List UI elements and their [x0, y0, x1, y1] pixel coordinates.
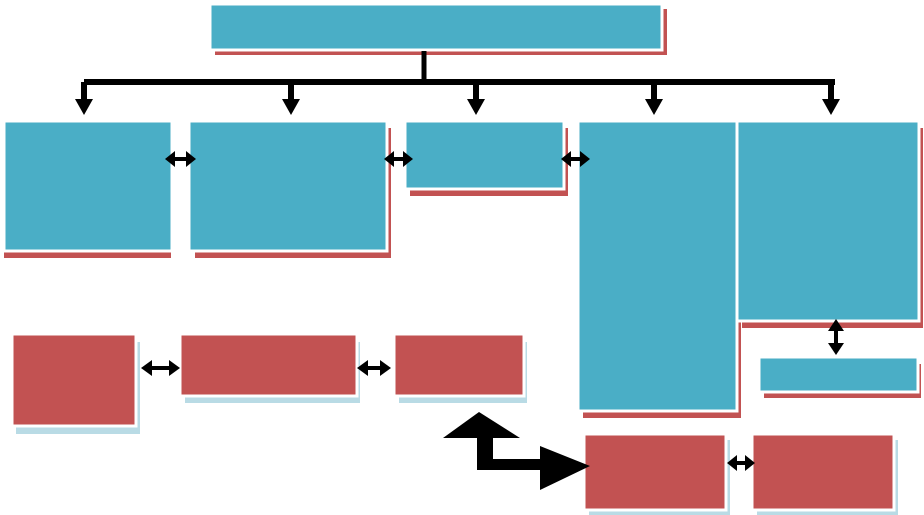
bent-arrow [443, 412, 590, 490]
blue-box-2 [187, 119, 391, 258]
double-arrow-2 [384, 151, 413, 167]
double-arrow-3 [561, 151, 590, 167]
double-arrow-red-1 [141, 360, 180, 376]
blue-box-1 [2, 119, 174, 258]
double-arrow-vertical [828, 319, 844, 355]
top-box [208, 2, 667, 55]
top-connector [75, 51, 840, 115]
blue-box-5 [735, 119, 923, 328]
double-arrow-1 [165, 151, 196, 167]
blue-box-6 [757, 355, 921, 398]
blue-box-3 [403, 119, 568, 196]
red-box-2 [178, 332, 360, 403]
red-box-5 [750, 432, 898, 515]
blue-box-4 [576, 119, 741, 418]
double-arrow-red-2 [357, 360, 391, 376]
red-box-4 [582, 432, 730, 515]
red-box-1 [10, 332, 140, 434]
red-box-3 [392, 332, 527, 403]
double-arrow-red-3 [727, 455, 755, 471]
